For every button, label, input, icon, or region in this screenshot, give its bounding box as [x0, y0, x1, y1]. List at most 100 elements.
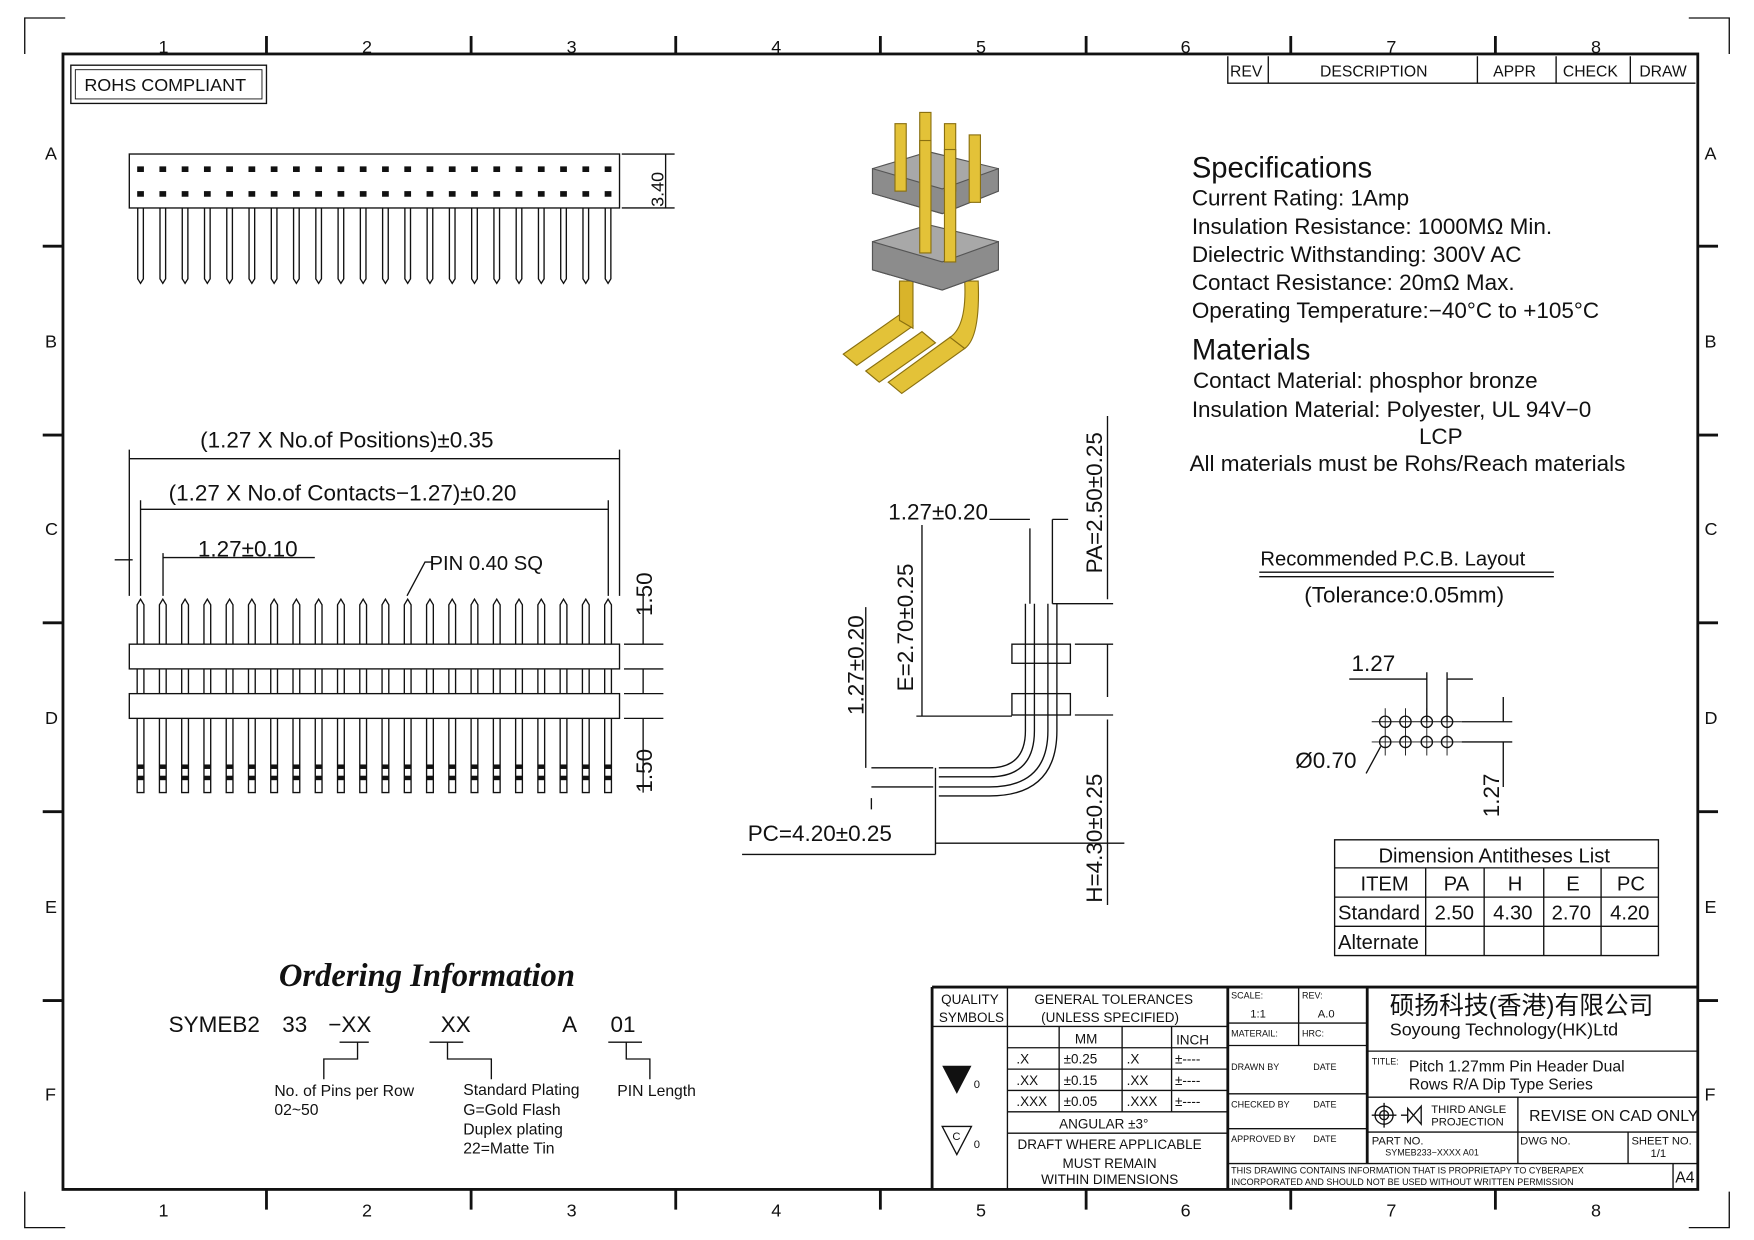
date-label: DATE — [1313, 1099, 1336, 1109]
pcb-tolerance: (Tolerance:0.05mm) — [1304, 583, 1504, 608]
pin — [270, 207, 278, 285]
zone-column-label: 8 — [1591, 1200, 1601, 1220]
connector-3d-render — [842, 111, 999, 395]
pin-mark — [359, 775, 367, 781]
pin — [248, 207, 256, 285]
pin-mark — [404, 775, 412, 781]
pin — [426, 207, 434, 285]
pin-mark — [248, 764, 256, 769]
approved-by-label: APPROVED BY — [1231, 1134, 1295, 1144]
ordering-title: Ordering Information — [279, 958, 575, 994]
zone-row-label: F — [1705, 1085, 1716, 1105]
zone-row-label: A — [45, 144, 57, 164]
pin-mark — [203, 764, 211, 769]
pin-mark — [471, 764, 478, 769]
table-header-h: H — [1508, 873, 1523, 895]
pin-mark — [382, 775, 389, 781]
rohs-inner — [74, 69, 263, 100]
pcb-hole — [1399, 735, 1412, 749]
pin-square — [515, 191, 523, 197]
pin — [181, 597, 190, 794]
pin — [537, 207, 545, 285]
pin-square — [203, 166, 211, 173]
pin — [559, 597, 568, 794]
pin — [404, 207, 412, 285]
pin — [381, 597, 390, 794]
pin-mark — [337, 775, 345, 781]
quality-symbol-solid-icon — [942, 1065, 972, 1094]
height-dim: 3.40 — [647, 172, 667, 207]
pin-square — [604, 191, 612, 197]
zone-column-label: 4 — [771, 37, 781, 57]
specifications-title: Specifications — [1192, 153, 1372, 185]
code-33: 33 — [282, 1012, 307, 1037]
pin-square — [359, 166, 367, 173]
revise-note: REVISE ON CAD ONLY — [1529, 1108, 1699, 1125]
pin-square — [493, 191, 501, 197]
pin-square — [181, 191, 189, 197]
part-no-value: SYMEB233−XXXX A01 — [1385, 1148, 1479, 1158]
pin — [159, 207, 167, 285]
note-plating-22: 22=Matte Tin — [463, 1140, 554, 1157]
pin — [604, 597, 613, 794]
pin-square — [604, 166, 612, 173]
tolerance-cell: .XX — [1127, 1073, 1149, 1088]
draft-note: DRAFT WHERE APPLICABLE — [1018, 1137, 1202, 1152]
zone-row-label: B — [45, 331, 57, 351]
pin-square — [493, 166, 501, 173]
pin — [581, 597, 590, 794]
zone-column-label: 1 — [159, 37, 169, 57]
code-length: 01 — [611, 1012, 636, 1037]
pin-mark — [404, 764, 412, 769]
zone-column-label: 6 — [1181, 37, 1191, 57]
tolerance-cell: ±---- — [1175, 1052, 1200, 1067]
zone-column-label: 3 — [567, 37, 577, 57]
row-pitch-dim: 1.27±0.20 — [844, 615, 869, 715]
pin — [337, 207, 345, 285]
pcb-hole — [1378, 735, 1392, 749]
note-pins-range: 02~50 — [274, 1102, 318, 1119]
dimension-table-title: Dimension Antitheses List — [1378, 845, 1610, 867]
zone-row-label: B — [1705, 331, 1717, 351]
upper-pin-dim: 1.50 — [632, 572, 657, 616]
pin-mark — [493, 764, 501, 769]
tol-inch: INCH — [1176, 1032, 1209, 1047]
pin-square — [560, 166, 567, 173]
projection-label: PROJECTION — [1431, 1116, 1503, 1128]
dimension-table: Dimension Antitheses List ITEM PA H E PC… — [1333, 839, 1660, 957]
dwg-no-label: DWG NO. — [1520, 1135, 1571, 1147]
spec-contact-resistance: Contact Resistance: 20mΩ Max. — [1192, 270, 1515, 295]
pin — [292, 597, 301, 794]
tolerance-cell: ±0.15 — [1064, 1073, 1098, 1088]
checked-by-label: CHECKED BY — [1231, 1099, 1289, 1109]
tolerance-cell: .XXX — [1127, 1094, 1158, 1109]
pcb-title: Recommended P.C.B. Layout — [1260, 548, 1525, 570]
zone-column-label: 7 — [1386, 1200, 1396, 1220]
table-cell: 4.20 — [1610, 903, 1649, 925]
sheet-size: A4 — [1675, 1170, 1694, 1187]
pin — [270, 597, 279, 794]
zone-row-label: C — [1705, 519, 1718, 539]
code-plating: XX — [441, 1012, 471, 1037]
pin-mark — [448, 764, 456, 769]
pin-mark — [515, 775, 523, 781]
sheet-no-value: 1/1 — [1651, 1148, 1667, 1160]
sym2-value: 0 — [974, 1139, 980, 1151]
note-plating: Standard Plating — [463, 1082, 579, 1099]
pin — [470, 597, 479, 794]
material-insulation: Insulation Material: Polyester, UL 94V−0 — [1192, 397, 1591, 422]
table-cell: 4.30 — [1493, 903, 1532, 925]
pcb-pitch-h: 1.27 — [1351, 651, 1395, 676]
pin-mark — [582, 775, 590, 781]
pin-mark — [471, 775, 478, 781]
table-header-item: ITEM — [1360, 873, 1408, 895]
code-series: SYMEB2 — [169, 1012, 260, 1037]
pcb-hole — [1420, 735, 1434, 749]
third-angle-projection-icon — [1371, 1102, 1422, 1128]
contacts-dim: (1.27 X No.of Contacts−1.27)±0.20 — [169, 480, 517, 505]
tolerance-cell: ±---- — [1175, 1094, 1200, 1109]
zone-column-label: 2 — [362, 37, 372, 57]
quality-label: QUALITY — [941, 992, 999, 1007]
pcb-hole — [1440, 735, 1454, 749]
